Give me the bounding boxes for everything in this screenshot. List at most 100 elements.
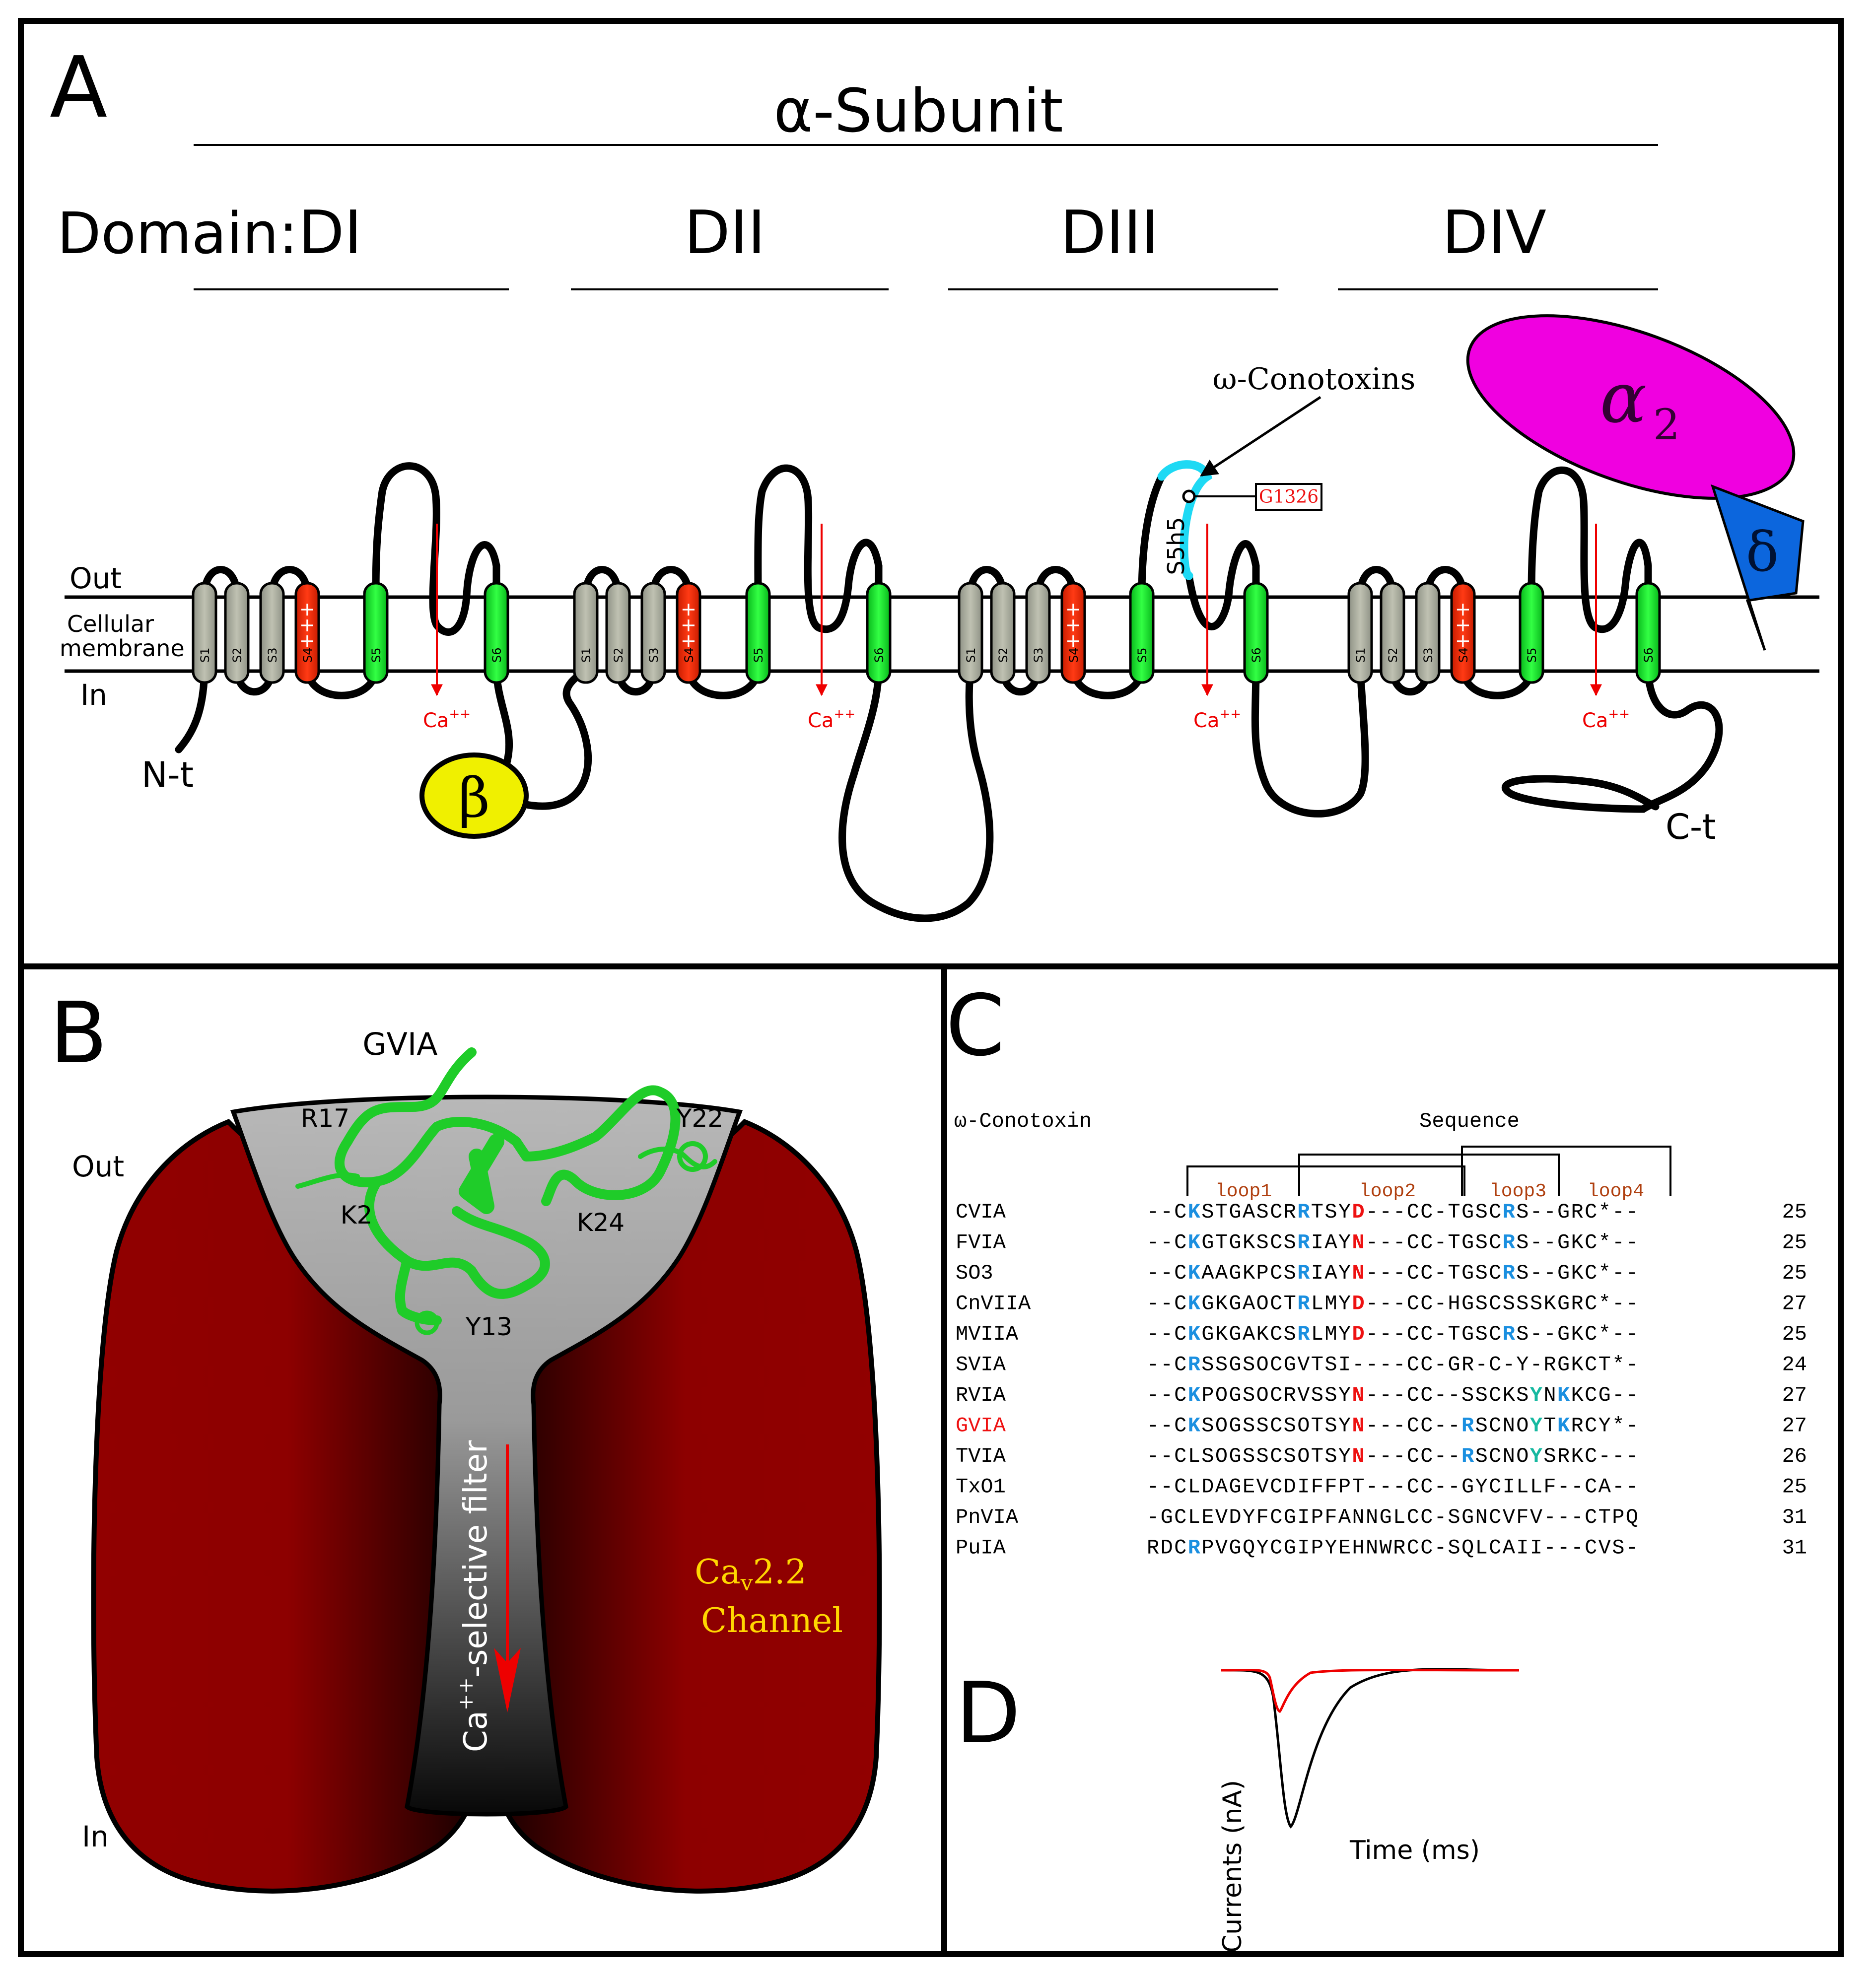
segment-label: S5 [752,647,765,663]
toxin-sequence: --CKAAGKPCSRIAYN---CC-TGSCRS--GKC*-- [1147,1261,1638,1285]
toxin-sequence: --CKGKGAKCSRLMYD---CC-TGSCRS--GKC*-- [1147,1322,1638,1346]
conotoxins-label: ω-Conotoxins [1213,362,1416,397]
loop-label-1: loop1 [1215,1181,1272,1202]
toxin-length: 27 [1782,1414,1807,1438]
in-label: In [80,678,107,712]
segment-d2-s3: S3 [640,582,666,684]
channel-pore [230,1094,743,1817]
ion-label-2: Ca++ [808,707,855,732]
segment-label: S6 [872,647,886,663]
toxin-sequence: -GCLEVDYFCGIPFANNGLCC-SGNCVFV---CTPQ [1147,1505,1638,1529]
toxin-length: 25 [1782,1200,1807,1224]
b-in-label: In [82,1820,109,1853]
toxin-sequence: RDCRPVGQYCGIPYEHNWRCC-SQLCAII---CVS- [1147,1536,1638,1560]
loop-label-3: loop3 [1490,1181,1546,1202]
residue-label-y13: Y13 [465,1312,512,1341]
segment-label: S1 [198,647,212,663]
segment-label: S3 [1032,647,1045,663]
segment-label: S5 [369,647,383,663]
d-x-axis-label: Time (ms) [1349,1836,1480,1865]
gvia-loop-1 [334,1047,477,1187]
segment-d1-s5: S5 [363,582,389,684]
s5h5-label: S5h5 [1163,517,1189,575]
toxin-length: 25 [1782,1322,1807,1346]
channel-label-line2: Channel [701,1601,843,1640]
segment-d3-s6: S6 [1243,582,1269,684]
segment-label: S2 [612,647,625,663]
segment-d1-s2: S2 [224,582,250,684]
residue-label-y22: Y22 [676,1104,723,1133]
residue-label-k2: K2 [341,1201,373,1229]
panel-a-label: A [50,39,107,137]
panel-a-frame [18,18,1844,969]
panel-b: B Out In Ca++-selective filter Cav2.2 Ch… [18,963,947,1957]
panel-c-label: C [946,977,1005,1075]
s4-charges: +++ [677,602,699,649]
toxin-name: RVIA [956,1383,1006,1407]
conotoxin-column-header: ω-Conotoxin [954,1109,1092,1133]
domain-prefix: Domain: [57,201,298,267]
filter-arrowhead [494,1648,521,1712]
alignment-row: GVIA--CKSOGSSCSOTSYN---CC--RSCNOYTKRCY*-… [956,1414,1807,1438]
ion-label-3: Ca++ [1193,707,1241,732]
toxin-length: 26 [1782,1444,1807,1468]
bracket-c2-c5 [1298,1154,1560,1196]
membrane-label-2: membrane [60,635,185,662]
panel-d-label: D [956,1664,1021,1763]
bracket-c1-c4 [1186,1165,1465,1196]
gvia-loop-4 [395,1256,442,1325]
segment-d1-s1: S1 [192,582,217,684]
s4-charges: +++ [1062,602,1084,649]
bracket-c3-c6 [1461,1146,1671,1196]
c-terminus-label: C-t [1666,807,1716,847]
segment-label: S4 [301,647,315,663]
segment-d1-s6: S6 [484,582,509,684]
gvia-beta-strand [459,1134,504,1214]
y13-ring [415,1310,439,1335]
toxin-name: PnVIA [956,1505,1019,1529]
segment-d4-s5: S5 [1519,582,1544,684]
ion-arrows: Ca++Ca++Ca++Ca++ [423,524,1630,732]
segment-label: S1 [1354,647,1368,663]
alpha2-label: α [1600,358,1647,439]
g1326-label: G1326 [1259,487,1319,507]
disulfide-brackets [1186,1146,1671,1196]
segment-label: S4 [1457,647,1470,663]
beta-label: β [458,766,490,829]
segment-label: S2 [1386,647,1400,663]
alignment-row: SVIA --CRSSGSOCGVTSI----CC-GR-C-Y-RGKCT*-… [956,1353,1807,1377]
toxin-length: 27 [1782,1292,1807,1316]
segment-label: S6 [1250,647,1263,663]
segment-label: S3 [1421,647,1435,663]
segment-d4-s1: S1 [1347,582,1373,684]
segment-d2-s1: S1 [573,582,599,684]
residue-label-r17: R17 [301,1104,349,1133]
delta-subunit [1711,484,1805,651]
segment-d2-s5: S5 [745,582,771,684]
toxin-name: TxO1 [956,1475,1006,1499]
toxin-sequence: --CRSSGSOCGVTSI----CC-GR-C-Y-RGKCT*- [1147,1353,1638,1377]
segment-label: S3 [266,647,279,663]
delta-label: δ [1746,520,1779,584]
ion-label-1: Ca++ [423,707,471,732]
toxin-name: PuIA [956,1536,1006,1560]
gvia-loop-2 [432,1085,681,1206]
gvia-side-chain-k2 [295,1172,360,1189]
alignment-row: CnVIIA--CKGKGAOCTRLMYD---CC-HGSCSSSKGRC*… [956,1292,1807,1316]
toxin-sequence: --CLDAGEVCDIFFPT---CC--GYCILLF--CA-- [1147,1475,1638,1499]
panel-b-label: B [50,984,108,1083]
segment-label: S5 [1135,647,1149,663]
alignment-row: FVIA--CKGTGKSCSRIAYN---CC-TGSCRS--GKC*--… [956,1231,1807,1255]
membrane-label-1: Cellular [67,611,154,637]
n-terminus-label: N-t [141,754,194,795]
domain-label-3: DIII [1060,199,1159,268]
toxin-name: SO3 [956,1261,993,1285]
toxin-name: SVIA [956,1353,1006,1377]
segment-d3-s3: S3 [1025,582,1051,684]
segment-d4-s3: S3 [1415,582,1441,684]
